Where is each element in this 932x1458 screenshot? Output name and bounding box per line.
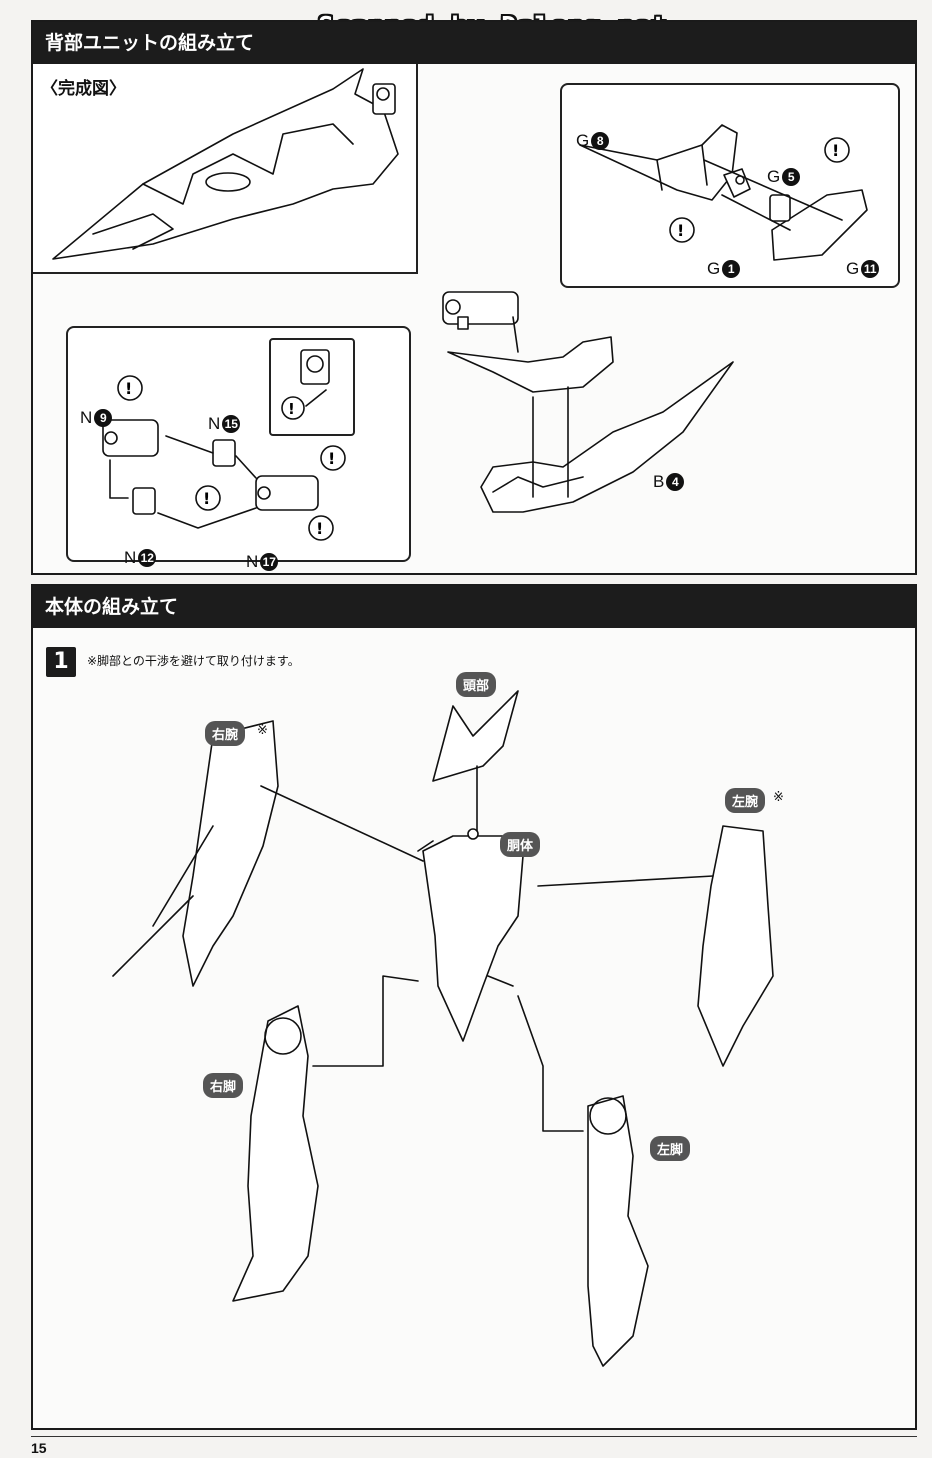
page-number: 15	[31, 1440, 47, 1456]
completed-view-box: 〈完成図〉	[33, 64, 418, 274]
right-arm-note-mark: ※	[257, 723, 268, 738]
label-right-leg: 右脚	[203, 1073, 244, 1098]
label-left-leg: 左脚	[650, 1136, 691, 1161]
body-assembly-section: 本体の組み立て 1 ※脚部との干渉を避けて取り付けます。 頭部 胴体 右腕 ※ …	[31, 584, 917, 1430]
g-parts-drawing: ! !	[579, 124, 868, 261]
back-unit-title: 背部ユニットの組み立て	[33, 22, 915, 64]
back-unit-assembly-drawing	[442, 291, 734, 513]
label-left-arm: 左腕	[725, 788, 766, 813]
completed-back-unit-drawing	[52, 68, 399, 260]
step-number: 1	[46, 647, 76, 677]
svg-text:!: !	[288, 400, 295, 418]
completed-label: 〈完成図〉	[41, 79, 126, 99]
svg-text:!: !	[316, 519, 323, 538]
svg-text:!: !	[677, 221, 684, 240]
svg-text:!: !	[203, 489, 210, 508]
body-assembly-title: 本体の組み立て	[33, 586, 915, 628]
zoom-inset-drawing: !	[281, 349, 330, 420]
step-note: ※脚部との干渉を避けて取り付けます。	[87, 654, 300, 668]
left-arm-note-mark: ※	[773, 790, 784, 805]
zoom-inset-box: !	[269, 338, 355, 436]
svg-text:!: !	[328, 449, 335, 468]
n-parts-drawing: ! ! ! !	[102, 375, 346, 541]
body-assembly-drawing	[112, 690, 774, 1367]
label-head: 頭部	[456, 672, 497, 697]
label-torso: 胴体	[500, 832, 541, 857]
svg-text:!: !	[125, 379, 132, 398]
page-footer-rule	[31, 1436, 917, 1437]
svg-text:!: !	[832, 141, 839, 160]
label-right-arm: 右腕	[205, 721, 246, 746]
